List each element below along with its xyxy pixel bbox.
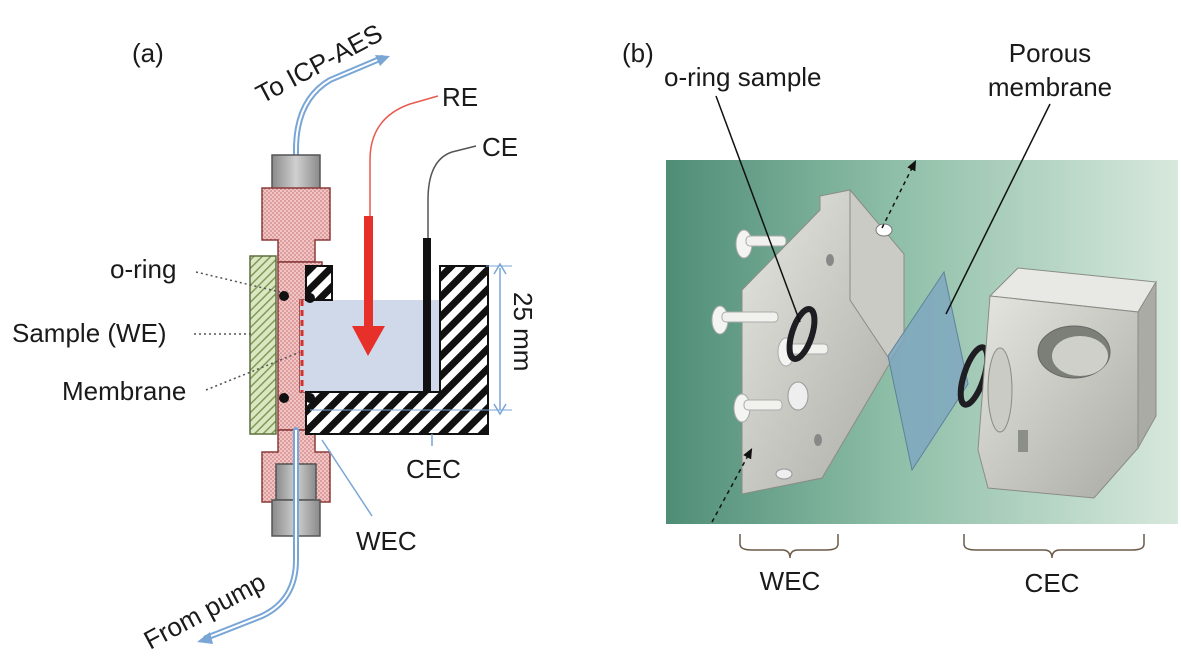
oring-sample-label: o-ring sample: [664, 62, 822, 92]
panel-a: (a) To ICP-AES From pump: [12, 18, 538, 656]
wec-leader: [321, 439, 373, 517]
outlet-arrow: [375, 55, 390, 66]
oring-bottom-left: [279, 393, 289, 403]
wec-brace: [739, 534, 839, 559]
porous-label-line1: Porous: [1009, 38, 1091, 68]
re-label: RE: [442, 82, 478, 112]
wec-label: WEC: [356, 526, 417, 556]
re-wire: [369, 95, 439, 218]
sample-label: Sample (WE): [12, 318, 167, 348]
re-arrow-head: [352, 326, 385, 356]
ce-wire: [427, 145, 477, 240]
flow-arrow-top: [881, 159, 917, 229]
porous-membrane-sheet: [887, 270, 969, 472]
porous-label-line2: membrane: [988, 72, 1112, 102]
wec-plate: [741, 188, 905, 495]
porous-leader: [945, 103, 1051, 315]
panel-a-tag: (a): [132, 38, 164, 68]
oring-leader: [195, 271, 281, 293]
ce-label: CE: [482, 132, 518, 162]
cec-brace: [963, 534, 1145, 559]
dimension-25mm: [310, 262, 512, 416]
wec-oring: [786, 306, 818, 362]
cec-label: CEC: [406, 454, 461, 484]
panel-b: (b): [622, 38, 1178, 598]
re-arrow-shaft: [364, 216, 373, 328]
wec-brace-label: WEC: [760, 566, 821, 596]
oring-label: o-ring: [110, 254, 176, 284]
cec-block: [977, 267, 1157, 499]
oring-sample-leader: [715, 95, 801, 323]
panel-b-tag: (b): [622, 38, 654, 68]
sample-plate: [249, 255, 277, 435]
oring-top-right: [305, 293, 315, 303]
cec-body: [305, 265, 489, 435]
ce-electrode: [423, 238, 431, 392]
flow-arrow-bottom: [711, 448, 753, 523]
oring-bottom-right: [305, 393, 315, 403]
cec-brace-label: CEC: [1025, 568, 1080, 598]
membrane-leader: [205, 351, 301, 391]
oring-top-left: [279, 291, 289, 301]
inlet-arrow: [197, 632, 213, 644]
dimension-label: 25 mm: [508, 292, 538, 371]
top-fitting: [261, 154, 331, 263]
membrane-label: Membrane: [62, 376, 186, 406]
